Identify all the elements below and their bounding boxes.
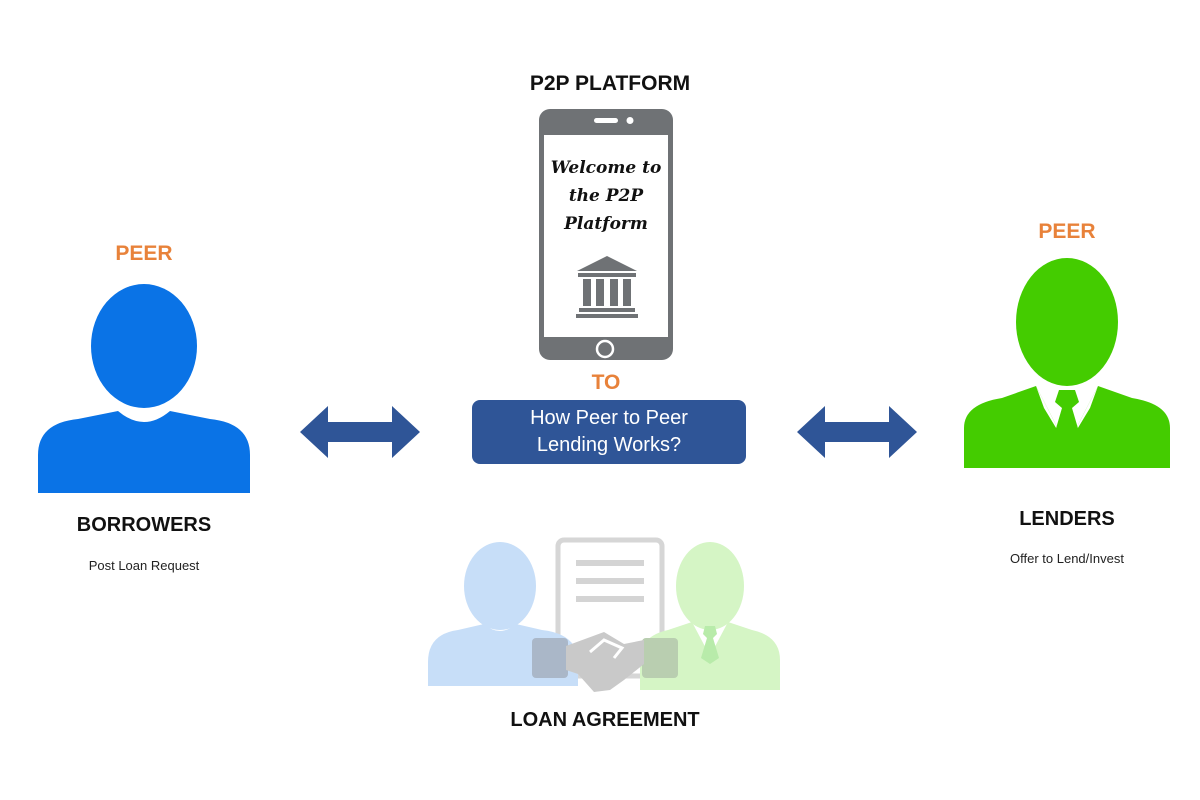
lender-businessman-icon (964, 258, 1170, 468)
bank-icon (576, 256, 638, 318)
borrowers-title: BORROWERS (76, 514, 212, 536)
double-arrow-left-icon (300, 406, 420, 458)
how-it-works-line-2: Lending Works? (536, 434, 682, 456)
borrowers-peer-label: PEER (115, 242, 173, 265)
lenders-subtitle: Offer to Lend/Invest (1010, 551, 1124, 566)
loan-agreement-illustration (428, 537, 780, 692)
loan-agreement-title: LOAN AGREEMENT (510, 709, 700, 731)
phone-screen-text: Welcome to the P2P Platform (546, 154, 666, 238)
how-it-works-box: How Peer to Peer Lending Works? (472, 400, 746, 464)
how-it-works-line-1: How Peer to Peer (530, 407, 688, 429)
smartphone-icon (539, 109, 673, 360)
welcome-line-2: the P2P (568, 186, 644, 206)
lenders-peer-label: PEER (1038, 220, 1096, 243)
welcome-line-1: Welcome to (550, 158, 662, 178)
platform-title: P2P PLATFORM (529, 72, 691, 95)
borrowers-subtitle: Post Loan Request (88, 558, 200, 573)
lenders-title: LENDERS (1019, 508, 1115, 530)
welcome-line-3: Platform (564, 214, 648, 234)
borrower-person-icon (38, 284, 250, 493)
double-arrow-right-icon (797, 406, 917, 458)
to-label: TO (591, 371, 621, 394)
